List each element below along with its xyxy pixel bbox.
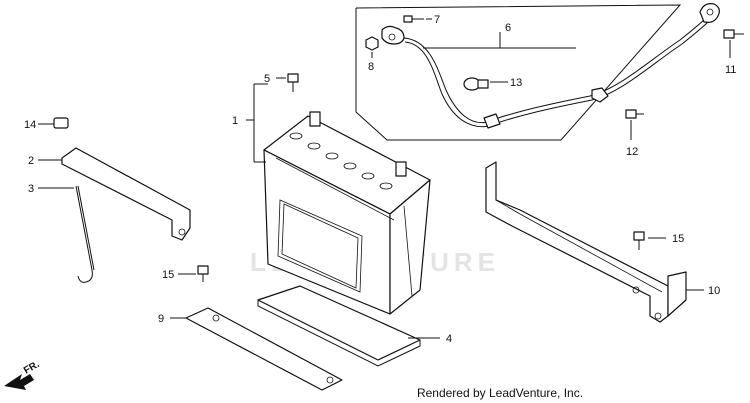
bolt-15-left xyxy=(197,265,209,282)
callout-10: 10 xyxy=(708,285,720,297)
bolt-7 xyxy=(403,15,424,23)
bolt-5 xyxy=(287,73,299,92)
nut-8 xyxy=(365,36,379,51)
battery-holder xyxy=(61,147,191,241)
callout-3: 3 xyxy=(28,183,34,195)
battery xyxy=(263,111,431,315)
callout-13: 13 xyxy=(510,77,522,89)
callout-1: 1 xyxy=(232,115,238,127)
front-label: FR. xyxy=(22,359,42,377)
bracket-9 xyxy=(185,307,343,391)
front-arrow-icon xyxy=(4,374,34,390)
callout-14: 14 xyxy=(24,119,36,131)
callout-7: 7 xyxy=(434,14,440,26)
callout-15-left: 15 xyxy=(162,269,174,281)
bolt-15-right xyxy=(633,231,645,250)
callout-5: 5 xyxy=(264,73,270,85)
callout-11: 11 xyxy=(725,64,736,76)
callout-15-right: 15 xyxy=(672,233,684,245)
callout-12: 12 xyxy=(626,146,638,158)
footer-credit: Rendered by LeadVenture, Inc. xyxy=(0,386,750,400)
callout-2: 2 xyxy=(28,155,34,167)
nut-14 xyxy=(53,117,69,129)
callout-6: 6 xyxy=(505,22,511,34)
cable-outline xyxy=(355,4,682,141)
footer-text: Rendered by LeadVenture, Inc. xyxy=(416,386,584,400)
bolt-11 xyxy=(723,29,744,39)
setting-rod xyxy=(75,185,95,283)
battery-cable xyxy=(381,3,720,129)
callout-4: 4 xyxy=(446,333,452,345)
callout-9: 9 xyxy=(158,313,164,325)
callout-8: 8 xyxy=(368,61,374,73)
battery-holder-10 xyxy=(485,161,687,323)
bolt-12 xyxy=(625,109,644,119)
battery-tray xyxy=(257,285,421,367)
terminal-cover-13 xyxy=(463,77,489,91)
